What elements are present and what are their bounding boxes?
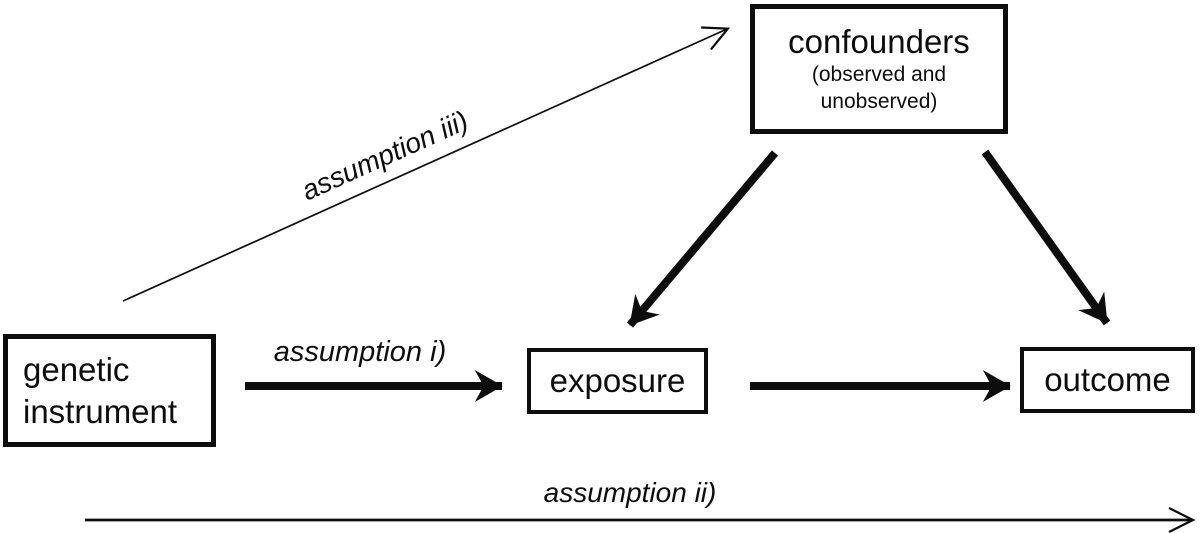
node-genetic-instrument: genetic instrument [3, 334, 216, 447]
assumption-ii-label: assumption ii) [543, 477, 717, 508]
exposure-label: exposure [549, 362, 686, 399]
confounders-subtitle: (observed and unobserved) [811, 62, 947, 113]
confounders-title: confounders [788, 23, 970, 61]
genetic-instrument-label-line1: genetic [23, 350, 130, 388]
arrow-genetic-to-confounders [122, 26, 731, 302]
genetic-instrument-label-line2: instrument [23, 392, 178, 430]
node-outcome: outcome [1020, 347, 1195, 413]
node-confounders: confounders (observed and unobserved) [750, 4, 1008, 134]
arrow-confounders-to-outcome [981, 149, 1111, 326]
node-exposure: exposure [527, 348, 708, 414]
outcome-label: outcome [1044, 361, 1171, 398]
assumption-i-label: assumption i) [273, 336, 447, 368]
arrow-confounders-to-exposure [626, 150, 779, 328]
